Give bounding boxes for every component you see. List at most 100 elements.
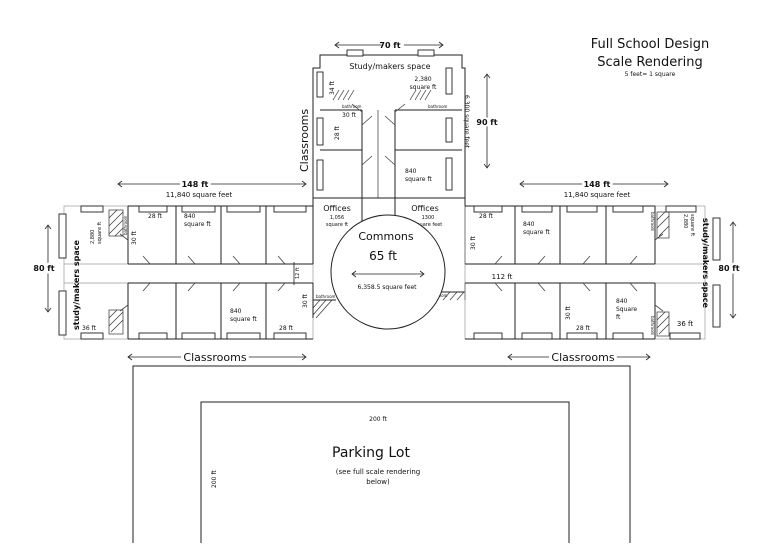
window-icon bbox=[445, 117, 453, 143]
offices-right-area-unit: square feet bbox=[414, 222, 443, 228]
east-makers-label: study/makers space bbox=[701, 218, 710, 309]
north-makers-area-unit: square ft bbox=[410, 84, 437, 91]
door-icon bbox=[119, 233, 286, 312]
offices-left-label: Offices bbox=[323, 204, 351, 213]
west-bathroom-label: bathroom bbox=[123, 215, 128, 235]
west-room-depth: 30 ft bbox=[131, 230, 138, 245]
arrowhead-icon bbox=[44, 307, 52, 313]
west-wing: 148 ft 148 ft 11,840 square feet 80 ft 8… bbox=[31, 178, 336, 368]
north-room-depth: 28 ft bbox=[334, 125, 341, 140]
bathroom-hatch-icon bbox=[656, 211, 670, 239]
window-icon bbox=[612, 332, 644, 340]
door-icon bbox=[351, 103, 363, 113]
offices-right-area-value: 1300 bbox=[422, 215, 435, 221]
west-length-label-bg: 148 ft bbox=[182, 180, 209, 189]
commons-label: Commons bbox=[358, 230, 414, 243]
north-total-area: 6,300 square feet bbox=[463, 95, 470, 149]
north-makers-height: 34 ft bbox=[329, 80, 336, 95]
arrowhead-icon bbox=[301, 353, 307, 361]
north-length-label: 90 ft bbox=[476, 118, 497, 127]
window-icon bbox=[138, 332, 168, 340]
parking-width-label: 200 ft bbox=[369, 416, 387, 423]
window-icon bbox=[445, 157, 453, 191]
commons-area: 6,358.5 square feet bbox=[357, 284, 417, 291]
arrowhead-icon bbox=[645, 353, 651, 361]
west-area-total: 11,840 square feet bbox=[166, 191, 233, 199]
east-area-top-unit: square ft bbox=[523, 229, 550, 236]
window-icon bbox=[346, 49, 364, 57]
west-height-label-bg: 80 ft bbox=[33, 264, 54, 273]
west-length-label: 148 ft bbox=[182, 180, 209, 189]
arrowhead-icon bbox=[419, 270, 425, 278]
window-icon bbox=[566, 332, 598, 340]
arrowhead-icon bbox=[519, 180, 525, 188]
bathroom-hatch-icon bbox=[409, 89, 432, 101]
window-icon bbox=[226, 205, 261, 213]
title-line1: Full School Design bbox=[591, 37, 710, 52]
window-icon bbox=[316, 159, 324, 191]
west-area-bottom-value: 840 bbox=[230, 308, 242, 315]
door-icon bbox=[361, 115, 373, 126]
window-icon bbox=[273, 205, 307, 213]
parking-lot: 200 ft 200 ft Parking Lot (see full scal… bbox=[132, 365, 631, 543]
west-makers-width: 36 ft bbox=[82, 325, 97, 332]
window-icon bbox=[669, 332, 701, 340]
east-room-depth-bottom: 30 ft bbox=[565, 305, 572, 320]
east-classrooms-label: Classrooms bbox=[551, 351, 614, 364]
window-icon bbox=[521, 205, 553, 213]
window-icon bbox=[316, 117, 324, 146]
east-area-total: 11,840 square feet bbox=[564, 191, 631, 199]
window-icon bbox=[665, 205, 697, 213]
window-icon bbox=[80, 332, 104, 340]
east-wing: 148 ft 148 ft 11,840 square feet 80 ft 8… bbox=[428, 178, 742, 368]
arrowhead-icon bbox=[729, 313, 737, 319]
arrowhead-icon bbox=[507, 353, 513, 361]
window-icon bbox=[226, 332, 261, 340]
commons-circle bbox=[330, 214, 446, 330]
west-makers-area-value: 2,880 bbox=[90, 230, 96, 244]
window-icon bbox=[138, 205, 168, 213]
bathroom-hatch-icon bbox=[108, 209, 124, 237]
east-area-bottom-value: 840 bbox=[616, 298, 628, 305]
arrowhead-icon bbox=[44, 224, 52, 230]
east-area-bottom-unit-2: ft bbox=[616, 314, 621, 321]
north-wing-wall bbox=[312, 54, 466, 198]
door-icon bbox=[384, 155, 396, 166]
window-icon bbox=[712, 217, 721, 261]
window-icon bbox=[181, 332, 216, 340]
window-icon bbox=[417, 49, 435, 57]
arrowhead-icon bbox=[334, 41, 340, 49]
parking-note-line2: below) bbox=[366, 478, 390, 486]
window-icon bbox=[58, 290, 67, 336]
window-icon bbox=[521, 332, 553, 340]
west-area-bottom-unit: square ft bbox=[230, 316, 257, 323]
east-room-width-top: 28 ft bbox=[479, 213, 494, 220]
window-icon bbox=[316, 71, 324, 98]
arrowhead-icon bbox=[663, 180, 669, 188]
west-height-label: 80 ft bbox=[33, 264, 54, 273]
east-bathroom-label: bathroom bbox=[650, 212, 655, 232]
offices-left-area-unit: square ft bbox=[326, 222, 348, 228]
door-icon bbox=[394, 103, 406, 113]
scale-note: 5 feet= 1 square bbox=[625, 71, 676, 78]
arrowhead-icon bbox=[301, 180, 307, 188]
west-bathroom-bottom: bathroom bbox=[316, 294, 336, 299]
north-wing: 70 ft 70 ft Study/makers space 34 ft 2,3… bbox=[298, 40, 500, 198]
arrowhead-icon bbox=[438, 41, 444, 49]
east-bathroom-small: bathroom bbox=[650, 316, 655, 336]
west-hall-width: 12 ft bbox=[295, 267, 301, 279]
commons: Commons 65 ft 6,358.5 square feet bbox=[330, 214, 446, 330]
west-area-top-unit: square ft bbox=[184, 221, 211, 228]
west-offset-label: 30 ft bbox=[302, 293, 309, 308]
north-bathroom-right: bathroom bbox=[428, 104, 448, 109]
door-icon bbox=[494, 233, 664, 312]
arrowhead-icon bbox=[483, 73, 491, 79]
arrowhead-icon bbox=[127, 353, 133, 361]
offices-right-label: Offices bbox=[411, 204, 439, 213]
arrowhead-icon bbox=[483, 163, 491, 169]
title-line2: Scale Rendering bbox=[597, 55, 703, 70]
bathroom-hatch-icon bbox=[442, 291, 465, 301]
west-room-width-top: 28 ft bbox=[148, 213, 163, 220]
